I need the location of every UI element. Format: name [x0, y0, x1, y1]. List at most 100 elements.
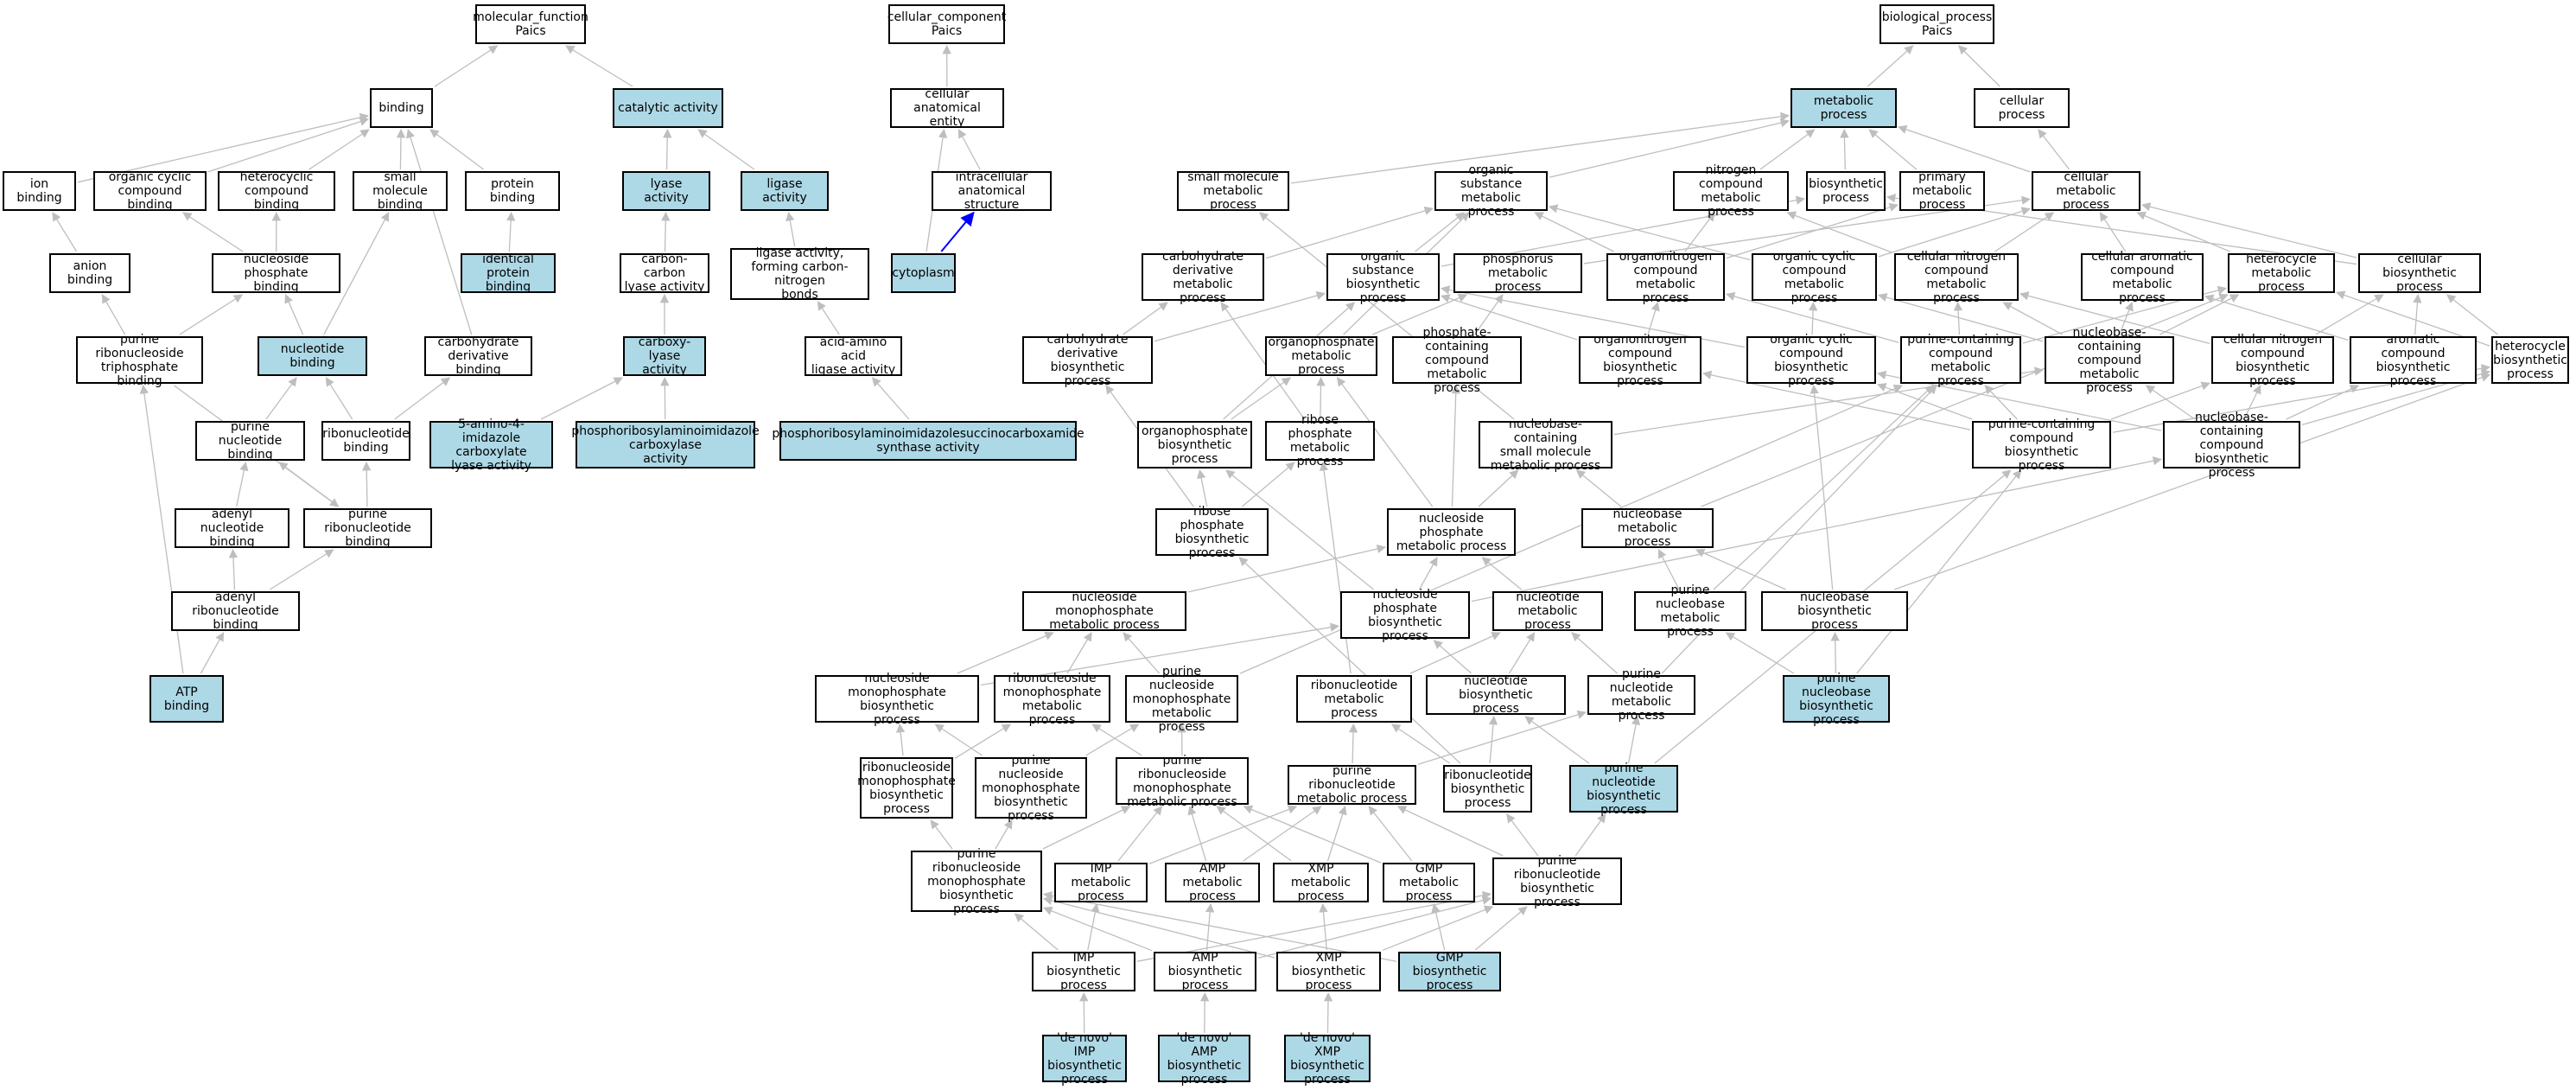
node-pribonucbp[interactable]: purine ribonucleotide biosynthetic proce…	[1492, 854, 1622, 909]
node-atpbind[interactable]: ATP binding	[149, 675, 224, 723]
node-cdbp[interactable]: carbohydrate derivative biosynthetic pro…	[1022, 333, 1153, 388]
node-osmp[interactable]: organic substance metabolic process	[1434, 163, 1548, 219]
node-pribonucmp[interactable]: purine ribonucleotide metabolic process	[1288, 764, 1416, 806]
node-cellproc[interactable]: cellular process	[1974, 88, 2070, 128]
node-impmp[interactable]: IMP metabolic process	[1054, 862, 1148, 903]
node-oncmp[interactable]: organonitrogen compound metabolic proces…	[1606, 250, 1725, 305]
node-cc[interactable]: cellular_component Paics	[887, 4, 1006, 44]
node-pnucbind[interactable]: purine nucleotide binding	[195, 420, 305, 462]
node-binding[interactable]: binding	[370, 88, 433, 128]
node-ias[interactable]: intracellular anatomical structure	[932, 170, 1052, 212]
node-pmp[interactable]: primary metabolic process	[1899, 170, 1985, 212]
node-anionbind[interactable]: anion binding	[49, 253, 130, 293]
node-opmp[interactable]: organophosphate metabolic process	[1265, 335, 1377, 377]
node-nucmp[interactable]: nucleotide metabolic process	[1492, 590, 1603, 632]
node-cytoplasm[interactable]: cytoplasm	[891, 253, 956, 293]
node-nucphosbp[interactable]: nucleoside phosphate biosynthetic proces…	[1340, 588, 1470, 643]
node-pnucbp[interactable]: purine nucleotide biosynthetic process	[1569, 762, 1678, 817]
node-ribonucbp[interactable]: ribonucleotide biosynthetic process	[1443, 765, 1532, 813]
node-pnucmp[interactable]: purine nucleotide metabolic process	[1587, 667, 1695, 723]
node-ribonucbind[interactable]: ribonucleotide binding	[321, 421, 410, 461]
node-hetmp[interactable]: heterocycle metabolic process	[2228, 252, 2335, 294]
node-hetbind[interactable]: heterocyclic compound binding	[218, 170, 335, 212]
node-pribonucbind[interactable]: purine ribonucleotide binding	[303, 507, 432, 549]
node-hetbp[interactable]: heterocycle biosynthetic process	[2491, 336, 2569, 384]
node-cmp[interactable]: cellular metabolic process	[2032, 170, 2140, 212]
node-nucbp[interactable]: nucleotide biosynthetic process	[1426, 674, 1566, 716]
node-cacmp[interactable]: cellular aromatic compound metabolic pro…	[2081, 250, 2204, 305]
node-gmpbp[interactable]: GMP biosynthetic process	[1398, 951, 1501, 992]
node-nbcbp[interactable]: nucleobase-containing compound biosynthe…	[2163, 411, 2300, 480]
node-occbp[interactable]: organic cyclic compound biosynthetic pro…	[1746, 333, 1876, 388]
node-impbp[interactable]: IMP biosynthetic process	[1032, 951, 1135, 992]
node-adenylnucbind[interactable]: adenyl nucleotide binding	[175, 507, 289, 549]
node-aicarlyase[interactable]: 5-amino-4-imidazole carboxylate lyase ac…	[429, 418, 553, 473]
node-nucmonomp[interactable]: nucleoside monophosphate metabolic proce…	[1022, 590, 1186, 632]
node-pnbbp[interactable]: purine nucleobase biosynthetic process	[1783, 672, 1890, 727]
node-prnucmonomp[interactable]: purine ribonucleoside monophosphate meta…	[1116, 754, 1249, 809]
node-pnucmonomp[interactable]: purine nucleoside monophosphate metaboli…	[1125, 665, 1238, 734]
node-dnimp[interactable]: 'de novo' IMP biosynthetic process	[1042, 1031, 1127, 1087]
node-cncbp[interactable]: cellular nitrogen compound biosynthetic …	[2211, 333, 2334, 388]
node-airc[interactable]: phosphoribosylaminoimidazole carboxylase…	[571, 421, 760, 469]
node-cbp[interactable]: cellular biosynthetic process	[2358, 252, 2481, 294]
node-identprot[interactable]: identical protein binding	[461, 252, 556, 294]
node-pucmp[interactable]: purine-containing compound metabolic pro…	[1900, 333, 2021, 388]
node-occmp[interactable]: organic cyclic compound metabolic proces…	[1752, 250, 1877, 305]
node-rnucmonomp[interactable]: ribonucleoside monophosphate metabolic p…	[994, 672, 1110, 727]
node-catalytic[interactable]: catalytic activity	[613, 88, 723, 128]
node-cdmp[interactable]: carbohydrate derivative metabolic proces…	[1142, 250, 1264, 305]
node-rpbp[interactable]: ribose phosphate biosynthetic process	[1155, 505, 1269, 560]
node-nbcsmmp[interactable]: nucleobase-containing small molecule met…	[1479, 418, 1612, 473]
node-cae[interactable]: cellular anatomical entity	[890, 87, 1004, 129]
node-ncmp[interactable]: nitrogen compound metabolic process	[1673, 163, 1789, 219]
node-opbp[interactable]: organophosphate biosynthetic process	[1137, 421, 1252, 469]
node-lyase[interactable]: lyase activity	[622, 171, 710, 211]
node-smmp[interactable]: small molecule metabolic process	[1177, 170, 1289, 212]
node-nucmonobp[interactable]: nucleoside monophosphate biosynthetic pr…	[815, 672, 979, 727]
node-xmpmp[interactable]: XMP metabolic process	[1273, 862, 1369, 903]
node-bp[interactable]: biological_process Paics	[1880, 4, 1994, 44]
node-dnamp[interactable]: 'de novo' AMP biosynthetic process	[1158, 1031, 1250, 1087]
node-nbmp[interactable]: nucleobase metabolic process	[1581, 507, 1714, 549]
node-cncmp[interactable]: cellular nitrogen compound metabolic pro…	[1894, 250, 2019, 305]
node-protbind[interactable]: protein binding	[465, 171, 560, 211]
node-nucphosmp[interactable]: nucleoside phosphate metabolic process	[1387, 508, 1516, 556]
node-carboxylyase[interactable]: carboxy-lyase activity	[623, 335, 706, 377]
node-mf[interactable]: molecular_function Paics	[473, 4, 588, 44]
node-pnucmonobp[interactable]: purine nucleoside monophosphate biosynth…	[975, 754, 1087, 823]
node-nbcmp[interactable]: nucleobase-containing compound metabolic…	[2045, 326, 2174, 395]
node-pccmp[interactable]: phosphate-containing compound metabolic …	[1392, 326, 1522, 395]
node-biosyn[interactable]: biosynthetic process	[1806, 171, 1886, 211]
node-adenylribonucbind[interactable]: adenyl ribonucleotide binding	[171, 590, 300, 632]
node-prnucmonobp[interactable]: purine ribonucleoside monophosphate bios…	[911, 847, 1042, 916]
node-orgcycbind[interactable]: organic cyclic compound binding	[93, 170, 207, 212]
node-acbp[interactable]: aromatic compound biosynthetic process	[2350, 333, 2477, 388]
node-gmpmp[interactable]: GMP metabolic process	[1383, 862, 1475, 903]
node-ribonucmp[interactable]: ribonucleotide metabolic process	[1296, 675, 1412, 723]
node-nbbp[interactable]: nucleobase biosynthetic process	[1761, 590, 1908, 632]
node-nucphosbind[interactable]: nucleoside phosphate binding	[212, 252, 340, 294]
node-osbp[interactable]: organic substance biosynthetic process	[1326, 250, 1440, 305]
node-prntb[interactable]: purine ribonucleoside triphosphate bindi…	[76, 333, 203, 388]
node-metabolic[interactable]: metabolic process	[1790, 88, 1897, 128]
node-cclyase[interactable]: carbon-carbon lyase activity	[620, 252, 709, 294]
node-saicars[interactable]: phosphoribosylaminoimidazolesuccinocarbo…	[772, 421, 1084, 461]
node-pnbmp[interactable]: purine nucleobase metabolic process	[1634, 583, 1746, 639]
node-ampmp[interactable]: AMP metabolic process	[1165, 862, 1260, 903]
node-ligase[interactable]: ligase activity	[741, 171, 829, 211]
node-cdbind[interactable]: carbohydrate derivative binding	[424, 335, 532, 377]
node-ampbp[interactable]: AMP biosynthetic process	[1154, 951, 1256, 992]
node-nucbind[interactable]: nucleotide binding	[258, 336, 367, 376]
node-pucbp[interactable]: purine-containing compound biosynthetic …	[1972, 418, 2111, 473]
node-rnucmonobp[interactable]: ribonucleoside monophosphate biosyntheti…	[857, 757, 956, 819]
node-oncbp[interactable]: organonitrogen compound biosynthetic pro…	[1579, 333, 1701, 388]
node-aaligase[interactable]: acid-amino acid ligase activity	[805, 335, 902, 377]
node-smbind[interactable]: small molecule binding	[353, 170, 448, 212]
node-dnxmp[interactable]: 'de novo' XMP biosynthetic process	[1284, 1031, 1371, 1087]
node-ionbind[interactable]: ion binding	[3, 171, 76, 211]
node-xmpbp[interactable]: XMP biosynthetic process	[1276, 951, 1381, 992]
node-phosmp[interactable]: phosphorus metabolic process	[1453, 252, 1582, 294]
node-ligcn[interactable]: ligase activity, forming carbon-nitrogen…	[730, 246, 869, 302]
node-rpmp[interactable]: ribose phosphate metabolic process	[1265, 413, 1375, 469]
